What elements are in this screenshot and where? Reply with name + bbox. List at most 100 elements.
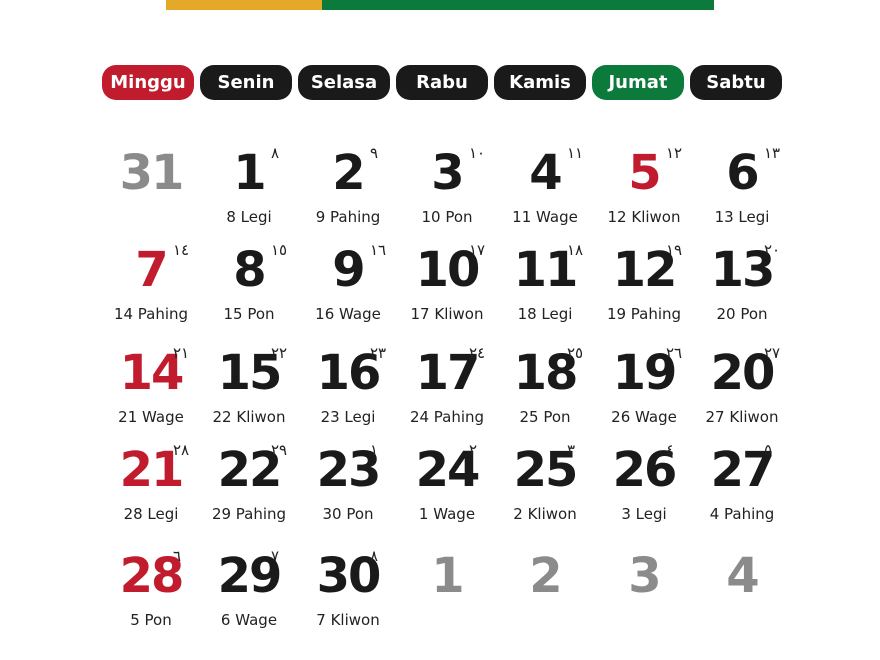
hijri-day-number: ٢٦ <box>666 344 683 362</box>
day-number: 6 <box>726 145 759 201</box>
calendar-day-cell: 4 <box>692 546 792 646</box>
hijri-day-number: ٨ <box>370 547 379 565</box>
hijri-day-number: ١٦ <box>370 241 387 259</box>
hijri-day-number: ١٠ <box>469 144 486 162</box>
day-number: 30 <box>316 548 382 604</box>
day-number: 7 <box>135 242 168 298</box>
hijri-day-number: ٢٢ <box>271 344 288 362</box>
day-number: 1 <box>431 548 464 604</box>
javanese-pasaran-label: 8 Legi <box>226 208 272 226</box>
hijri-day-number: ٥ <box>764 441 773 459</box>
javanese-pasaran-label: 11 Wage <box>512 208 578 226</box>
weekday-header-rabu: Rabu <box>396 65 488 100</box>
hijri-day-number: ١٧ <box>469 241 486 259</box>
calendar-day-cell: 2 <box>495 546 595 646</box>
day-number: 2 <box>332 145 365 201</box>
day-number: 23 <box>316 442 382 498</box>
day-number: 15 <box>217 345 283 401</box>
hijri-day-number: ٢٥ <box>567 344 584 362</box>
javanese-pasaran-label: 26 Wage <box>611 408 677 426</box>
hijri-day-number: ٢٩ <box>271 441 288 459</box>
day-number: 27 <box>710 442 776 498</box>
javanese-pasaran-label: 29 Pahing <box>211 505 287 523</box>
day-number: 28 <box>119 548 185 604</box>
javanese-pasaran-label: 13 Legi <box>714 208 770 226</box>
javanese-pasaran-label: 16 Wage <box>315 305 381 323</box>
javanese-pasaran-label: 6 Wage <box>220 611 278 629</box>
weekday-header-jumat: Jumat <box>592 65 684 100</box>
hijri-day-number: ١٥ <box>271 241 288 259</box>
day-number: 19 <box>612 345 678 401</box>
javanese-pasaran-label: 2 Kliwon <box>513 505 577 523</box>
hijri-day-number: ٢٧ <box>764 344 781 362</box>
day-number: 21 <box>119 442 185 498</box>
javanese-pasaran-label: 21 Wage <box>118 408 184 426</box>
hijri-day-number: ٢٠ <box>764 241 781 259</box>
calendar-day-cell: 31 <box>101 143 201 243</box>
hijri-day-number: ١٢ <box>666 144 683 162</box>
day-number: 25 <box>513 442 579 498</box>
javanese-pasaran-label: 20 Pon <box>716 305 768 323</box>
day-number: 31 <box>119 145 185 201</box>
day-number: 4 <box>529 145 562 201</box>
hijri-day-number: ٢١ <box>173 344 190 362</box>
weekday-header-selasa: Selasa <box>298 65 390 100</box>
day-number: 16 <box>316 345 382 401</box>
javanese-pasaran-label: 10 Pon <box>421 208 473 226</box>
hijri-day-number: ١ <box>370 441 379 459</box>
day-number: 22 <box>217 442 283 498</box>
day-number: 3 <box>628 548 661 604</box>
day-number: 10 <box>415 242 481 298</box>
calendar-day-cell: 1 <box>397 546 497 646</box>
hijri-day-number: ٤ <box>666 441 675 459</box>
day-number: 17 <box>415 345 481 401</box>
javanese-pasaran-label: 27 Kliwon <box>705 408 779 426</box>
hijri-day-number: ٨ <box>271 144 280 162</box>
calendar-day-cell: 3 <box>594 546 694 646</box>
day-number: 29 <box>217 548 283 604</box>
hijri-day-number: ٢٤ <box>469 344 486 362</box>
hijri-day-number: ١٤ <box>173 241 190 259</box>
javanese-pasaran-label: 9 Pahing <box>315 208 381 226</box>
hijri-day-number: ٢ <box>469 441 478 459</box>
javanese-pasaran-label: 17 Kliwon <box>410 305 484 323</box>
weekday-header-sabtu: Sabtu <box>690 65 782 100</box>
day-number: 24 <box>415 442 481 498</box>
javanese-pasaran-label: 25 Pon <box>519 408 571 426</box>
hijri-day-number: ٣ <box>567 441 576 459</box>
hijri-day-number: ٧ <box>271 547 280 565</box>
javanese-pasaran-label: 18 Legi <box>517 305 573 323</box>
javanese-pasaran-label: 23 Legi <box>320 408 376 426</box>
javanese-pasaran-label: 7 Kliwon <box>316 611 380 629</box>
hijri-day-number: ١٨ <box>567 241 584 259</box>
day-number: 2 <box>529 548 562 604</box>
javanese-pasaran-label: 1 Wage <box>418 505 476 523</box>
hijri-day-number: ٩ <box>370 144 379 162</box>
hijri-day-number: ١١ <box>567 144 584 162</box>
day-number: 26 <box>612 442 678 498</box>
javanese-pasaran-label: 12 Kliwon <box>607 208 681 226</box>
day-number: 4 <box>726 548 759 604</box>
